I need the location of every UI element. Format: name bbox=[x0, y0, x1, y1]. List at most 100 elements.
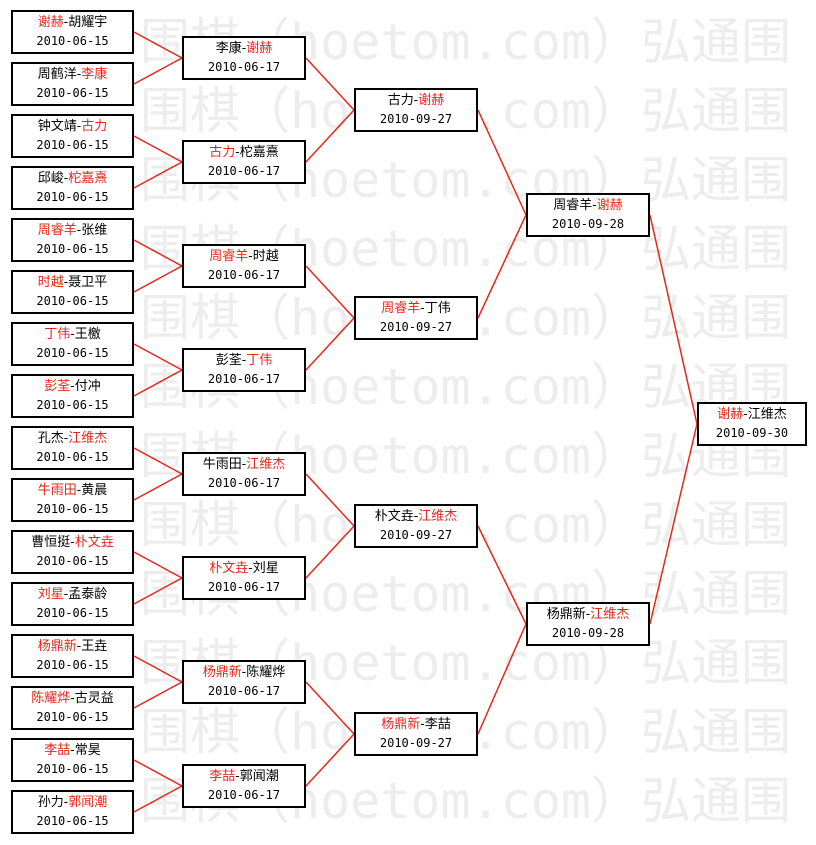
player-2-name: 江维杰 bbox=[747, 407, 787, 422]
player-2-name: 古力 bbox=[81, 119, 108, 134]
match-date: 2010-06-17 bbox=[207, 580, 281, 594]
match-date: 2010-06-17 bbox=[207, 60, 281, 74]
player-2-name: 李康 bbox=[81, 67, 108, 82]
match-players: 丁伟-王檄 bbox=[44, 327, 101, 342]
player-1-name: 谢赫 bbox=[717, 407, 744, 422]
match-players: 周睿羊-时越 bbox=[209, 249, 279, 264]
match-date: 2010-06-17 bbox=[207, 788, 281, 802]
match-players: 牛雨田-江维杰 bbox=[202, 457, 286, 472]
player-1-name: 古力 bbox=[387, 93, 414, 108]
player-2-name: 李喆 bbox=[424, 717, 451, 732]
player-1-name: 杨鼎新 bbox=[546, 607, 586, 622]
player-1-name: 朴文垚 bbox=[209, 561, 249, 576]
player-2-name: 谢赫 bbox=[418, 93, 445, 108]
match-players: 李喆-郭闻潮 bbox=[209, 769, 279, 784]
match-date: 2010-06-15 bbox=[36, 658, 109, 672]
match-players: 时越-聂卫平 bbox=[37, 275, 108, 290]
match-players: 周鹤洋-李康 bbox=[37, 67, 108, 82]
connector-line bbox=[133, 161, 183, 189]
player-2-name: 常昊 bbox=[74, 743, 101, 758]
connector-line bbox=[133, 759, 183, 787]
connector-line bbox=[649, 423, 698, 625]
player-1-name: 周鹤洋 bbox=[37, 67, 77, 82]
match-date: 2010-09-27 bbox=[379, 528, 453, 542]
match-players: 李喆-常昊 bbox=[44, 743, 101, 758]
match-players: 李康-谢赫 bbox=[215, 41, 273, 56]
match-date: 2010-09-28 bbox=[551, 217, 625, 231]
connector-line bbox=[305, 265, 355, 319]
player-1-name: 刘星 bbox=[37, 587, 64, 602]
connector-line bbox=[133, 473, 183, 501]
match-players: 谢赫-胡耀宇 bbox=[37, 15, 108, 30]
player-2-name: 王垚 bbox=[81, 639, 108, 654]
connector-line bbox=[305, 109, 355, 163]
match-date: 2010-06-17 bbox=[207, 268, 281, 282]
player-2-name: 陈耀烨 bbox=[246, 665, 286, 680]
match-box: 刘星-孟泰龄 2010-06-15 bbox=[11, 582, 134, 626]
connector-line bbox=[133, 447, 183, 475]
match-players: 朴文垚-江维杰 bbox=[374, 509, 458, 524]
player-1-name: 彭荃 bbox=[215, 353, 242, 368]
player-2-name: 丁伟 bbox=[424, 301, 451, 316]
match-players: 曹恒挺-朴文垚 bbox=[31, 535, 114, 550]
match-date: 2010-06-15 bbox=[36, 398, 109, 412]
match-players: 杨鼎新-陈耀烨 bbox=[202, 665, 286, 680]
match-date: 2010-09-28 bbox=[551, 626, 625, 640]
match-date: 2010-06-15 bbox=[36, 606, 109, 620]
match-box: 丁伟-王檄 2010-06-15 bbox=[11, 322, 134, 366]
connector-line bbox=[133, 681, 183, 709]
player-2-name: 江维杰 bbox=[418, 509, 458, 524]
match-players: 周睿羊-张维 bbox=[37, 223, 108, 238]
match-date: 2010-06-17 bbox=[207, 372, 281, 386]
match-box: 周睿羊-时越 2010-06-17 bbox=[182, 244, 306, 288]
player-1-name: 杨鼎新 bbox=[381, 717, 421, 732]
match-box: 李康-谢赫 2010-06-17 bbox=[182, 36, 306, 80]
player-2-name: 柁嘉熹 bbox=[239, 145, 279, 160]
match-players: 古力-谢赫 bbox=[387, 93, 445, 108]
connector-line bbox=[305, 473, 355, 527]
match-date: 2010-06-15 bbox=[36, 450, 109, 464]
match-date: 2010-06-15 bbox=[36, 86, 109, 100]
match-players: 刘星-孟泰龄 bbox=[37, 587, 108, 602]
connector-line bbox=[133, 135, 183, 163]
player-2-name: 张维 bbox=[81, 223, 108, 238]
player-2-name: 江维杰 bbox=[246, 457, 286, 472]
player-2-name: 古灵益 bbox=[74, 691, 114, 706]
match-box: 李喆-郭闻潮 2010-06-17 bbox=[182, 764, 306, 808]
player-1-name: 周睿羊 bbox=[381, 301, 421, 316]
match-box: 彭荃-丁伟 2010-06-17 bbox=[182, 348, 306, 392]
player-1-name: 朴文垚 bbox=[374, 509, 414, 524]
match-date: 2010-06-15 bbox=[36, 502, 109, 516]
player-2-name: 付冲 bbox=[74, 379, 101, 394]
connector-line bbox=[477, 214, 527, 319]
match-players: 彭荃-丁伟 bbox=[215, 353, 273, 368]
player-2-name: 郭闻潮 bbox=[239, 769, 279, 784]
match-players: 钟文靖-古力 bbox=[37, 119, 108, 134]
match-players: 杨鼎新-王垚 bbox=[37, 639, 108, 654]
match-players: 周睿羊-谢赫 bbox=[553, 198, 623, 213]
player-1-name: 杨鼎新 bbox=[202, 665, 242, 680]
player-2-name: 王檄 bbox=[74, 327, 101, 342]
player-2-name: 谢赫 bbox=[596, 198, 623, 213]
match-players: 周睿羊-丁伟 bbox=[381, 301, 451, 316]
player-1-name: 时越 bbox=[37, 275, 64, 290]
player-2-name: 刘星 bbox=[252, 561, 279, 576]
match-date: 2010-06-15 bbox=[36, 346, 109, 360]
match-players: 陈耀烨-古灵益 bbox=[31, 691, 114, 706]
match-date: 2010-06-17 bbox=[207, 164, 281, 178]
connector-line bbox=[133, 369, 183, 397]
